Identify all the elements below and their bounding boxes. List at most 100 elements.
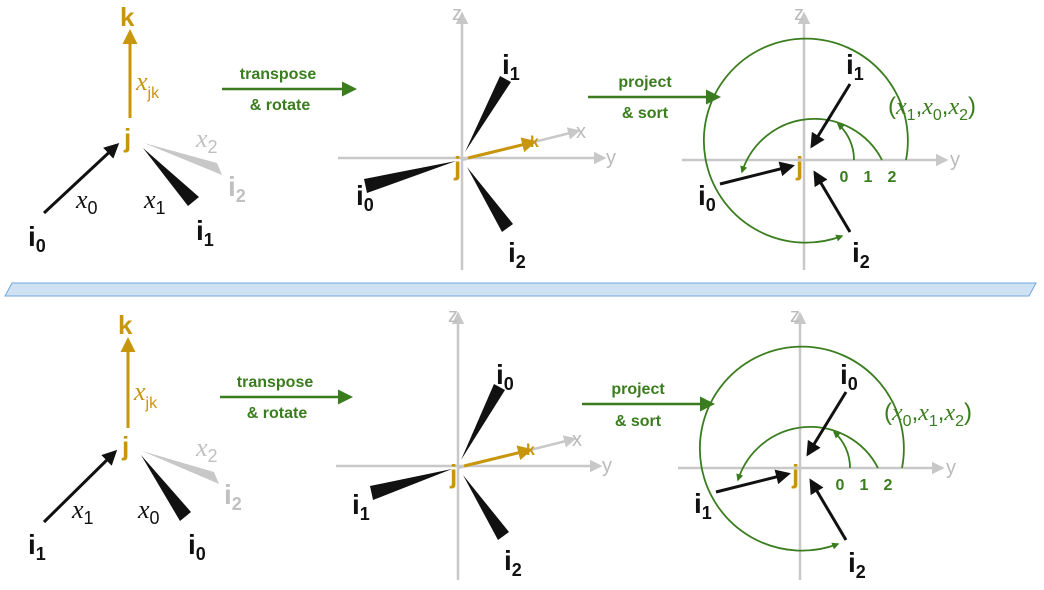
angle-arc-2 bbox=[699, 345, 905, 552]
angle-arc-0 bbox=[836, 123, 855, 161]
sorted-tuple: (x1,x0,x2) bbox=[888, 93, 976, 124]
radial-tick-1: 1 bbox=[860, 477, 869, 494]
step-project-label: project bbox=[618, 74, 672, 91]
atom-k-label: k bbox=[530, 134, 539, 151]
axis-y-label: y bbox=[950, 149, 960, 171]
length-x0: x0 bbox=[75, 185, 98, 218]
radial-tick-0: 0 bbox=[840, 169, 849, 186]
atom-left-label: i1 bbox=[694, 488, 712, 523]
axis-z-label: z bbox=[452, 3, 462, 25]
panel-bottom-original: k xjk j i1 i0 i2 x1 x0 x2 bbox=[28, 310, 242, 564]
axis-y-label: y bbox=[606, 147, 616, 169]
atom-k-label: k bbox=[526, 442, 535, 459]
step-sort-label: & sort bbox=[622, 105, 669, 122]
bond-upper-wedge bbox=[461, 384, 505, 460]
axis-z-label: z bbox=[790, 305, 800, 327]
atom-i1-label: i1 bbox=[196, 215, 214, 250]
axis-x-label: x bbox=[572, 429, 582, 451]
bond-i1-j-wedge bbox=[143, 148, 199, 206]
bond-lower bbox=[809, 478, 848, 541]
step-rotate-label: & rotate bbox=[247, 405, 308, 422]
radial-tick-2: 2 bbox=[888, 169, 897, 186]
length-x2: x2 bbox=[195, 433, 218, 466]
atom-left-label: i0 bbox=[698, 180, 716, 215]
angle-arc-2 bbox=[703, 37, 909, 244]
panel-bottom: k xjk j i1 i0 i2 x1 x0 x2 transpose & ro… bbox=[28, 305, 972, 582]
length-x-jk: xjk bbox=[135, 67, 160, 102]
angle-arc-1 bbox=[736, 426, 879, 482]
atom-j-label: j bbox=[123, 123, 131, 153]
atom-i0-label: i0 bbox=[188, 529, 206, 564]
step-transpose-label: transpose bbox=[237, 374, 314, 391]
atom-k-label: k bbox=[118, 310, 133, 340]
atom-i2-label: i2 bbox=[224, 479, 242, 514]
bond-upper bbox=[810, 83, 852, 149]
radial-tick-2: 2 bbox=[884, 477, 893, 494]
atom-upper-label: i0 bbox=[496, 359, 514, 394]
step-transpose-label: transpose bbox=[240, 66, 317, 83]
bond-i2-j-wedge bbox=[142, 451, 219, 484]
step-transpose-rotate: transpose & rotate bbox=[222, 66, 357, 114]
bond-j-k bbox=[467, 137, 537, 160]
panel-bottom-transposed: z y x k j i0 i1 i2 bbox=[336, 305, 612, 580]
bond-lower bbox=[813, 170, 852, 233]
step-project-sort: project & sort bbox=[588, 74, 721, 122]
atom-lower-label: i2 bbox=[852, 237, 870, 272]
length-x2: x2 bbox=[195, 124, 218, 157]
atom-j-label: j bbox=[453, 151, 461, 181]
bond-left bbox=[715, 469, 791, 494]
atom-left-label: i1 bbox=[352, 489, 370, 524]
atom-k-label: k bbox=[120, 2, 135, 32]
axis-x-label: x bbox=[576, 121, 586, 143]
radial-tick-1: 1 bbox=[864, 169, 873, 186]
panel-divider bbox=[4, 282, 1037, 297]
panel-top-projected: z y 0 1 2 j i1 i0 i2 (x1,x0,x2) bbox=[682, 3, 976, 272]
length-x-jk: xjk bbox=[133, 377, 158, 412]
length-x1: x1 bbox=[143, 185, 166, 218]
panel-bottom-projected: z y 0 1 2 j i0 i1 i2 (x0,x1,x2) bbox=[678, 305, 972, 582]
panel-top-transposed: z y x k j i1 i0 i2 bbox=[338, 3, 616, 272]
bond-left-wedge bbox=[370, 469, 452, 500]
atom-j-label: j bbox=[449, 459, 457, 489]
atom-left-label: i0 bbox=[356, 180, 374, 215]
bond-left bbox=[719, 161, 795, 186]
bond-i0-j bbox=[42, 142, 120, 215]
step-sort-label: & sort bbox=[615, 413, 662, 430]
atom-i0-label: i0 bbox=[28, 221, 46, 256]
step-project-sort: project & sort bbox=[582, 381, 715, 430]
angle-arc-1 bbox=[740, 118, 883, 174]
axis-y-label: y bbox=[946, 457, 956, 479]
atom-upper-label: i0 bbox=[840, 359, 858, 394]
length-x0: x0 bbox=[137, 495, 160, 528]
bond-left-wedge bbox=[364, 161, 456, 193]
atom-lower-label: i2 bbox=[508, 237, 526, 272]
angle-arc-0 bbox=[832, 431, 851, 469]
atom-i1-label: i1 bbox=[28, 529, 46, 564]
radial-tick-0: 0 bbox=[836, 477, 845, 494]
bond-j-k bbox=[463, 445, 533, 468]
step-rotate-label: & rotate bbox=[250, 97, 311, 114]
axis-z-label: z bbox=[448, 305, 458, 327]
atom-j-label: j bbox=[121, 431, 129, 461]
bond-lower-wedge bbox=[463, 475, 509, 540]
step-transpose-rotate: transpose & rotate bbox=[220, 374, 353, 422]
bond-i0-j-wedge bbox=[141, 455, 191, 521]
bond-i2-j-wedge bbox=[144, 143, 222, 175]
axis-y-label: y bbox=[602, 455, 612, 477]
atom-lower-label: i2 bbox=[848, 547, 866, 582]
atom-j-label: j bbox=[791, 459, 799, 489]
axis-z-label: z bbox=[794, 3, 804, 25]
atom-lower-label: i2 bbox=[504, 545, 522, 580]
bond-i1-j bbox=[42, 449, 118, 524]
length-x1: x1 bbox=[71, 495, 94, 528]
panel-top-original: k xjk j i0 i1 i2 x0 x1 x2 bbox=[28, 2, 246, 256]
sorted-tuple: (x0,x1,x2) bbox=[884, 399, 972, 430]
atom-upper-label: i1 bbox=[502, 49, 520, 84]
atom-upper-label: i1 bbox=[846, 49, 864, 84]
bond-lower-wedge bbox=[467, 167, 513, 232]
bond-upper-wedge bbox=[465, 76, 511, 152]
step-project-label: project bbox=[611, 381, 665, 398]
bond-upper bbox=[806, 391, 848, 457]
